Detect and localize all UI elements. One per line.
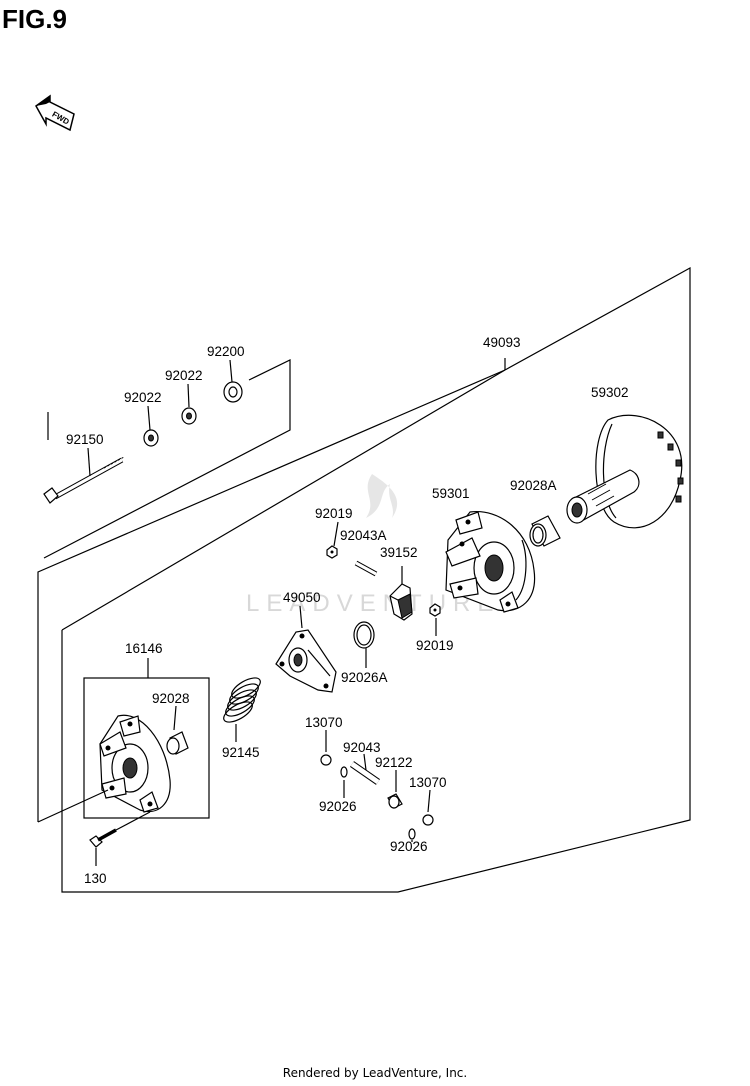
- label-49050: 49050: [283, 590, 321, 605]
- assembly-outline: [37, 266, 691, 893]
- label-92145: 92145: [222, 745, 260, 760]
- washer-92026-b: [408, 828, 416, 840]
- label-92019-top: 92019: [315, 506, 353, 521]
- nut-92019-a: [326, 545, 338, 559]
- label-92150: 92150: [66, 432, 104, 447]
- washer-92026-a: [340, 766, 348, 778]
- label-92028A: 92028A: [510, 478, 557, 493]
- watermark-text: LEADVENTURE: [246, 590, 500, 617]
- label-92026A: 92026A: [341, 670, 388, 685]
- label-16146: 16146: [125, 641, 163, 656]
- label-92028: 92028: [152, 691, 190, 706]
- label-92026-left: 92026: [319, 799, 357, 814]
- figure-title: FIG.9: [2, 4, 68, 34]
- label-92043: 92043: [343, 740, 381, 755]
- cover-16146: [37, 714, 171, 823]
- spring-92145: [223, 677, 261, 723]
- label-92026-right: 92026: [390, 839, 428, 854]
- label-92022-left: 92022: [124, 390, 162, 405]
- pin-92043A: [354, 560, 378, 577]
- label-92022-top: 92022: [165, 368, 203, 383]
- weight-39152: [389, 583, 413, 621]
- watermark: LEADVENTURE: [246, 474, 500, 617]
- roller-13070-a: [320, 754, 332, 766]
- label-92200: 92200: [207, 344, 245, 359]
- nut-92019-b: [429, 603, 441, 617]
- sheave-59302: [566, 414, 684, 529]
- bushing-92028: [166, 731, 189, 755]
- roller-92122: [387, 793, 403, 809]
- footer-credit: Rendered by LeadVenture, Inc.: [282, 1066, 468, 1080]
- label-130: 130: [84, 871, 107, 886]
- leader-lines: [87, 359, 437, 842]
- spider-49050: [275, 629, 337, 693]
- sheave-59301: [445, 510, 536, 613]
- label-49093: 49093: [483, 335, 521, 350]
- bolt-92150: [43, 456, 125, 504]
- label-39152: 39152: [380, 545, 418, 560]
- bushing-92028A: [529, 515, 561, 547]
- label-92043A: 92043A: [340, 528, 387, 543]
- label-13070-right: 13070: [409, 775, 447, 790]
- label-59301: 59301: [432, 486, 470, 501]
- pin-92043: [350, 761, 380, 785]
- bolt-130: [89, 811, 151, 866]
- label-59302: 59302: [591, 385, 629, 400]
- roller-13070-b: [422, 814, 434, 826]
- label-13070-left: 13070: [305, 715, 343, 730]
- label-92019-bottom: 92019: [416, 638, 454, 653]
- fwd-arrow-icon: FWD: [35, 94, 75, 132]
- label-92122: 92122: [375, 755, 413, 770]
